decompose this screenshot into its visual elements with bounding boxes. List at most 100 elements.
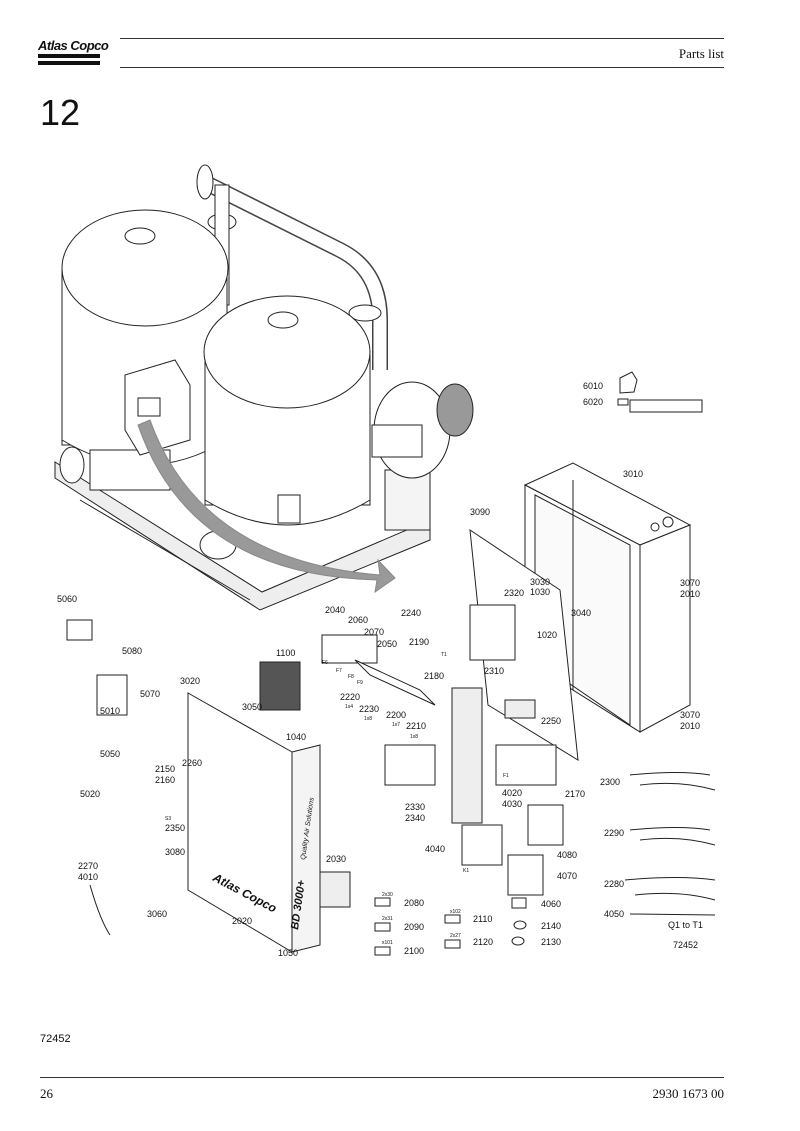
callout: 3020 [180,676,200,686]
callout: 2260 [182,758,202,768]
callout: 2220 [340,692,360,702]
tiny-label: T1 [441,652,447,658]
callout: 5050 [100,749,120,759]
callout: 2300 [600,777,620,787]
document-number: 2930 1673 00 [652,1086,725,1101]
callout: 4080 [557,850,577,860]
accessory-parts-6010-6020 [617,371,703,413]
callout: 2010 [680,589,700,599]
callout: 3070 [680,710,700,720]
callout: 6010 [583,381,603,391]
callout: 2280 [604,879,624,889]
callout: 2120 [473,937,493,947]
callout-labels: 6010 6020 3010 3090 3030 1030 2320 1020 … [57,381,703,958]
tiny-label: 1x4 [345,704,353,710]
logo-bar [38,61,100,65]
callout: 1050 [278,948,298,958]
callout: 2110 [473,914,492,924]
figure-reference: 72452 [40,1033,71,1045]
callout: 3040 [571,608,591,618]
callout: 3050 [242,702,262,712]
tiny-label: 1x7 [392,722,400,728]
connectors [374,897,527,956]
tiny-label: F7 [336,668,342,674]
callout: 2080 [404,898,424,908]
callout: 3030 [530,577,550,587]
callout: 4050 [604,909,624,919]
callout: 5020 [80,789,100,799]
callout: 2250 [541,716,561,726]
callout: 3070 [680,578,700,588]
callout: 3010 [623,469,643,479]
callout: 2030 [326,854,346,864]
explode-arrow [137,419,396,594]
callout: 2320 [504,588,524,598]
callout: 2170 [565,789,585,799]
header-title: Parts list [678,46,724,61]
tiny-label: 2x31 [382,916,393,922]
logo-bar [38,54,100,58]
tiny-label: x101 [382,940,393,946]
atlas-copco-logo: Atlas Copco [38,36,109,68]
callout: 4060 [541,899,561,909]
callout: 2330 [405,802,425,812]
tiny-label: F8 [348,674,354,680]
callout: 2150 [155,764,175,774]
tiny-label: K1 [463,868,469,874]
callout: 2200 [386,710,406,720]
header-rule-top [120,38,724,39]
callout: 1020 [537,630,557,640]
tiny-label: F9 [357,680,363,686]
callout: 2350 [165,823,185,833]
callout: 4070 [557,871,577,881]
callout: 4030 [502,799,522,809]
callout: 1100 [276,648,295,658]
callout: 2240 [401,608,421,618]
blower [371,381,474,479]
callout: 1030 [530,587,550,597]
callout: Q1 to T1 [668,920,703,930]
callout: 1040 [286,732,306,742]
tiny-label: F1 [503,773,509,779]
callout: 2070 [364,627,384,637]
header-rule-bottom [120,67,724,68]
callout: 2040 [325,605,345,615]
callout: 5070 [140,689,160,699]
callout: 5080 [122,646,142,656]
callout: 2130 [541,937,561,947]
front-door-panel [187,692,321,953]
tiny-label: F6 [322,660,328,666]
section-number: 12 [40,92,81,133]
cable-harnesses [624,772,716,916]
callout: 3090 [470,507,490,517]
callout: 2190 [409,637,429,647]
callout: 2210 [406,721,426,731]
callout: 6020 [583,397,603,407]
callout: 3080 [165,847,185,857]
callout: 2060 [348,615,368,625]
page-number: 26 [40,1086,53,1101]
tiny-label: x102 [450,909,461,915]
callout: 2270 [78,861,98,871]
callout: 2180 [424,671,444,681]
front-tank [203,295,371,526]
callout: 2340 [405,813,425,823]
callout: 2020 [232,916,252,926]
callout: 5060 [57,594,77,604]
callout: 5010 [100,706,120,716]
callout: 2160 [155,775,175,785]
tiny-label: S3 [165,816,171,822]
tiny-label: 1x8 [410,734,418,740]
logo-text: Atlas Copco [38,38,109,53]
callout: 4040 [425,844,445,854]
terminal-blocks [321,604,564,896]
footer-rule [40,1077,724,1078]
callout: 2310 [484,666,504,676]
callout: 2090 [404,922,424,932]
callout: 4010 [78,872,98,882]
callout: 2010 [680,721,700,731]
callout: 2140 [541,921,561,931]
callout: 2050 [377,639,397,649]
tiny-label: 1x8 [364,716,372,722]
